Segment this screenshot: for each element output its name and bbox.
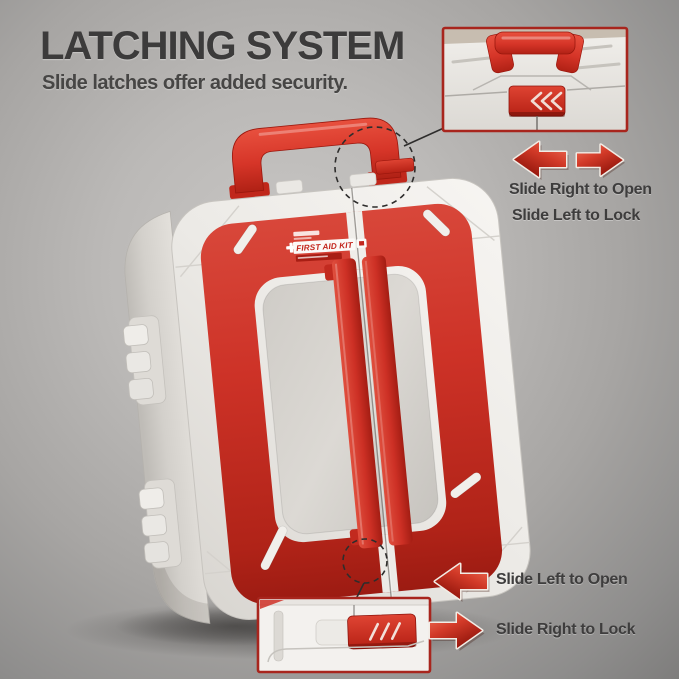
label-text: FIRST AID KIT (296, 241, 354, 253)
bottom-callout-open-label: Slide Left to Open (496, 571, 628, 588)
case-left-side-shade (148, 518, 210, 624)
handle-top-view (486, 31, 584, 74)
hinge-top (123, 315, 167, 406)
front-grip-handles (324, 255, 413, 549)
top-callout-connector-line (403, 126, 447, 147)
bottom-latch-inset (256, 596, 432, 674)
slash-triple-icon (368, 622, 402, 641)
corner-slot-accents (233, 209, 482, 571)
bottom-callout-connector-line (355, 582, 365, 600)
bottom-callout-lock-label: Slide Right to Lock (496, 621, 636, 638)
top-tab-left (275, 179, 303, 195)
first-aid-case: FIRST AID KIT (123, 117, 531, 624)
first-aid-kit-label: FIRST AID KIT (286, 230, 367, 262)
top-callout-open-label: Slide Right to Open (509, 181, 652, 198)
bottom-latch-focus-circle (342, 538, 388, 584)
arrow-right-icon (428, 611, 485, 651)
arrow-left-icon (433, 562, 490, 602)
page-title: LATCHING SYSTEM (40, 24, 405, 68)
arrow-left-icon (512, 140, 569, 180)
top-inset-border (441, 26, 629, 133)
arrow-right-icon (575, 143, 625, 179)
chevron-triple-icon (530, 91, 563, 111)
front-red-panel (200, 203, 502, 604)
inset-photo-top-latch (443, 28, 627, 131)
case-split-highlight (352, 187, 394, 606)
hinge-pin (273, 610, 284, 662)
carry-handle (229, 117, 408, 200)
bottom-latch-closeup (347, 613, 417, 650)
top-slide-latch (375, 157, 415, 175)
top-callout-lock-label: Slide Left to Lock (512, 207, 640, 224)
top-tab-right (349, 172, 377, 188)
inset-photo-bottom-latch (258, 598, 430, 672)
top-latch-focus-circle (334, 126, 416, 208)
top-latch-inset (441, 26, 629, 133)
top-latch-closeup (508, 85, 566, 117)
hinge-bottom (138, 478, 182, 569)
case-split-line (351, 187, 393, 607)
page-subtitle: Slide latches offer added security. (42, 72, 348, 94)
case-left-side (124, 210, 211, 624)
